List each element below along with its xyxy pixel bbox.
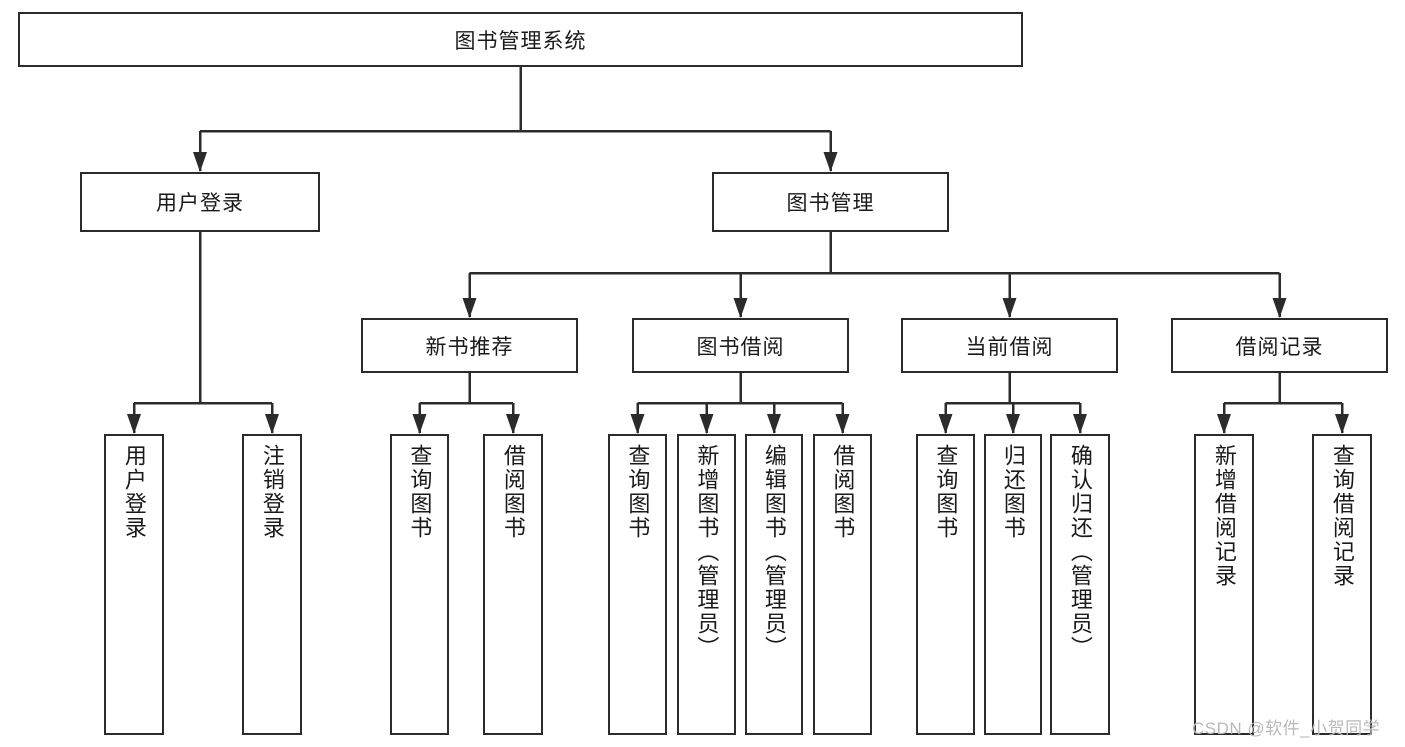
node-cb-query[interactable]: 查询图书 xyxy=(916,434,975,735)
node-label: 图书借阅 xyxy=(696,335,785,359)
node-newbook[interactable]: 新书推荐 xyxy=(361,318,578,373)
node-cb-confirm[interactable]: 确认归还（管理员） xyxy=(1050,434,1110,735)
node-bb-borrow[interactable]: 借阅图书 xyxy=(813,434,872,735)
node-bb-edit[interactable]: 编辑图书（管理员） xyxy=(745,434,803,735)
node-login[interactable]: 用户登录 xyxy=(80,172,320,232)
node-borrowbook[interactable]: 图书借阅 xyxy=(632,318,849,373)
node-currentborrow[interactable]: 当前借阅 xyxy=(901,318,1118,373)
node-label: 查询图书 xyxy=(407,444,433,540)
node-root[interactable]: 图书管理系统 xyxy=(18,12,1023,67)
node-label: 归还图书 xyxy=(1000,444,1026,540)
node-cb-return[interactable]: 归还图书 xyxy=(984,434,1042,735)
node-label: 注销登录 xyxy=(259,444,285,540)
node-label: 确认归还（管理员） xyxy=(1067,444,1093,660)
node-borrowrecord[interactable]: 借阅记录 xyxy=(1171,318,1388,373)
node-label: 用户登录 xyxy=(156,192,244,215)
node-label: 编辑图书（管理员） xyxy=(761,444,787,660)
node-label: 新书推荐 xyxy=(425,335,514,359)
node-label: 当前借阅 xyxy=(965,335,1054,359)
node-label: 新增借阅记录 xyxy=(1211,444,1237,588)
node-bb-add[interactable]: 新增图书（管理员） xyxy=(677,434,736,735)
node-label: 借阅图书 xyxy=(830,444,856,540)
node-label: 借阅记录 xyxy=(1235,335,1324,359)
node-nb-query[interactable]: 查询图书 xyxy=(390,434,449,735)
node-label: 图书管理系统 xyxy=(454,29,587,53)
node-label: 借阅图书 xyxy=(500,444,526,540)
node-label: 查询图书 xyxy=(625,444,651,540)
node-userlogin[interactable]: 用户登录 xyxy=(104,434,164,735)
node-br-query[interactable]: 查询借阅记录 xyxy=(1312,434,1372,735)
node-label: 新增图书（管理员） xyxy=(694,444,720,660)
node-label: 查询图书 xyxy=(933,444,959,540)
node-bookmgmt[interactable]: 图书管理 xyxy=(712,172,949,232)
node-br-add[interactable]: 新增借阅记录 xyxy=(1194,434,1254,735)
node-label: 查询借阅记录 xyxy=(1329,444,1355,588)
node-nb-borrow[interactable]: 借阅图书 xyxy=(483,434,543,735)
node-bb-query[interactable]: 查询图书 xyxy=(608,434,667,735)
node-userlogout[interactable]: 注销登录 xyxy=(242,434,302,735)
node-label: 图书管理 xyxy=(786,192,875,215)
node-label: 用户登录 xyxy=(121,444,147,540)
